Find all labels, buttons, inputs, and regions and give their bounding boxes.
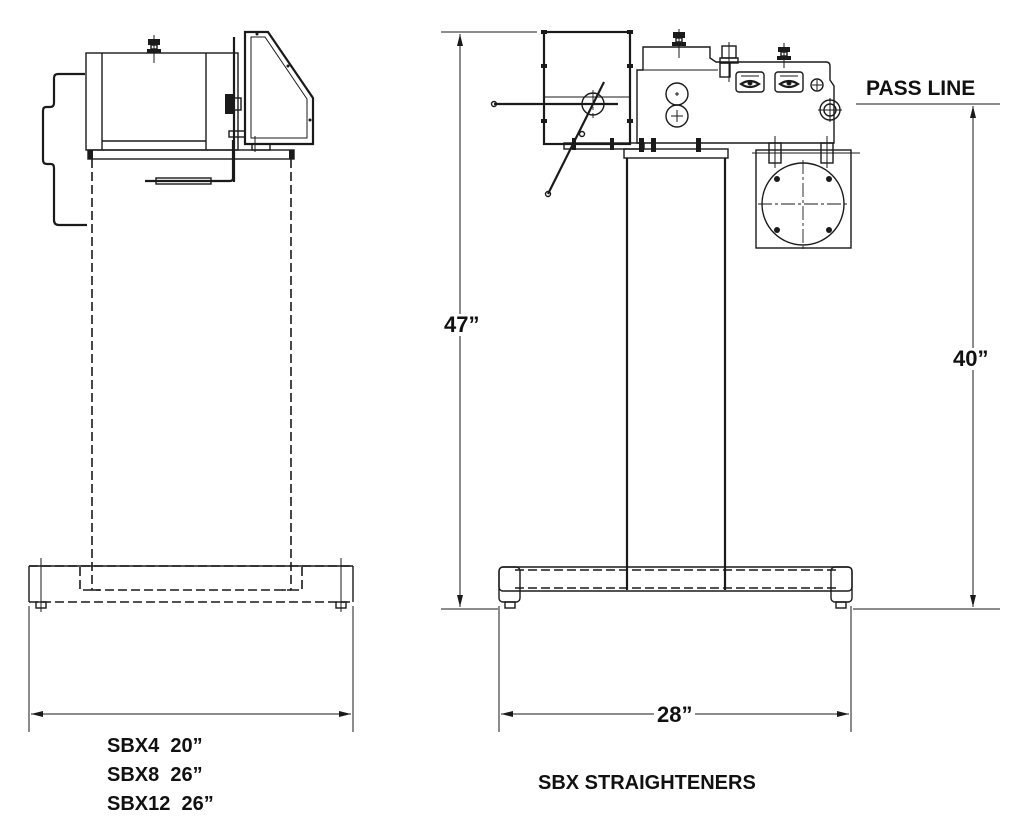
motor-housing: [85, 52, 239, 151]
reel-box: [542, 30, 632, 146]
pedestal-top-plate: [623, 148, 729, 159]
front-view: [441, 29, 1000, 732]
pass-line-label: PASS LINE: [866, 77, 976, 100]
adjustment-knob-icon: [672, 29, 686, 58]
crank-handle: [41, 72, 87, 227]
model-width-sbx8: SBX8 26”: [107, 764, 203, 786]
model-width-sbx12: SBX12 26”: [107, 793, 214, 815]
dial-gauge-icon: [774, 71, 804, 93]
height-47-label: 47”: [441, 314, 483, 336]
model-width-list: SBX4 20” SBX8 26” SBX12 26”: [107, 736, 214, 823]
drawing-title: SBX STRAIGHTENERS: [538, 772, 756, 794]
front-base: [498, 566, 853, 609]
side-base: [28, 558, 354, 612]
model-width-sbx4: SBX4 20”: [107, 735, 203, 757]
guard-cover: [243, 30, 315, 146]
side-view: [28, 30, 354, 732]
adjustment-knob-icon: [777, 43, 791, 68]
motor-bracket: [755, 149, 852, 249]
dial-gauge-icon: [735, 71, 765, 93]
roller-lower: [665, 104, 689, 128]
adjustment-knob-icon: [147, 35, 161, 63]
pedestal-top-plate: [87, 149, 295, 160]
width-28-label: 28”: [654, 704, 696, 726]
height-40-label: 40”: [950, 348, 992, 370]
straightener-body: [636, 46, 835, 144]
